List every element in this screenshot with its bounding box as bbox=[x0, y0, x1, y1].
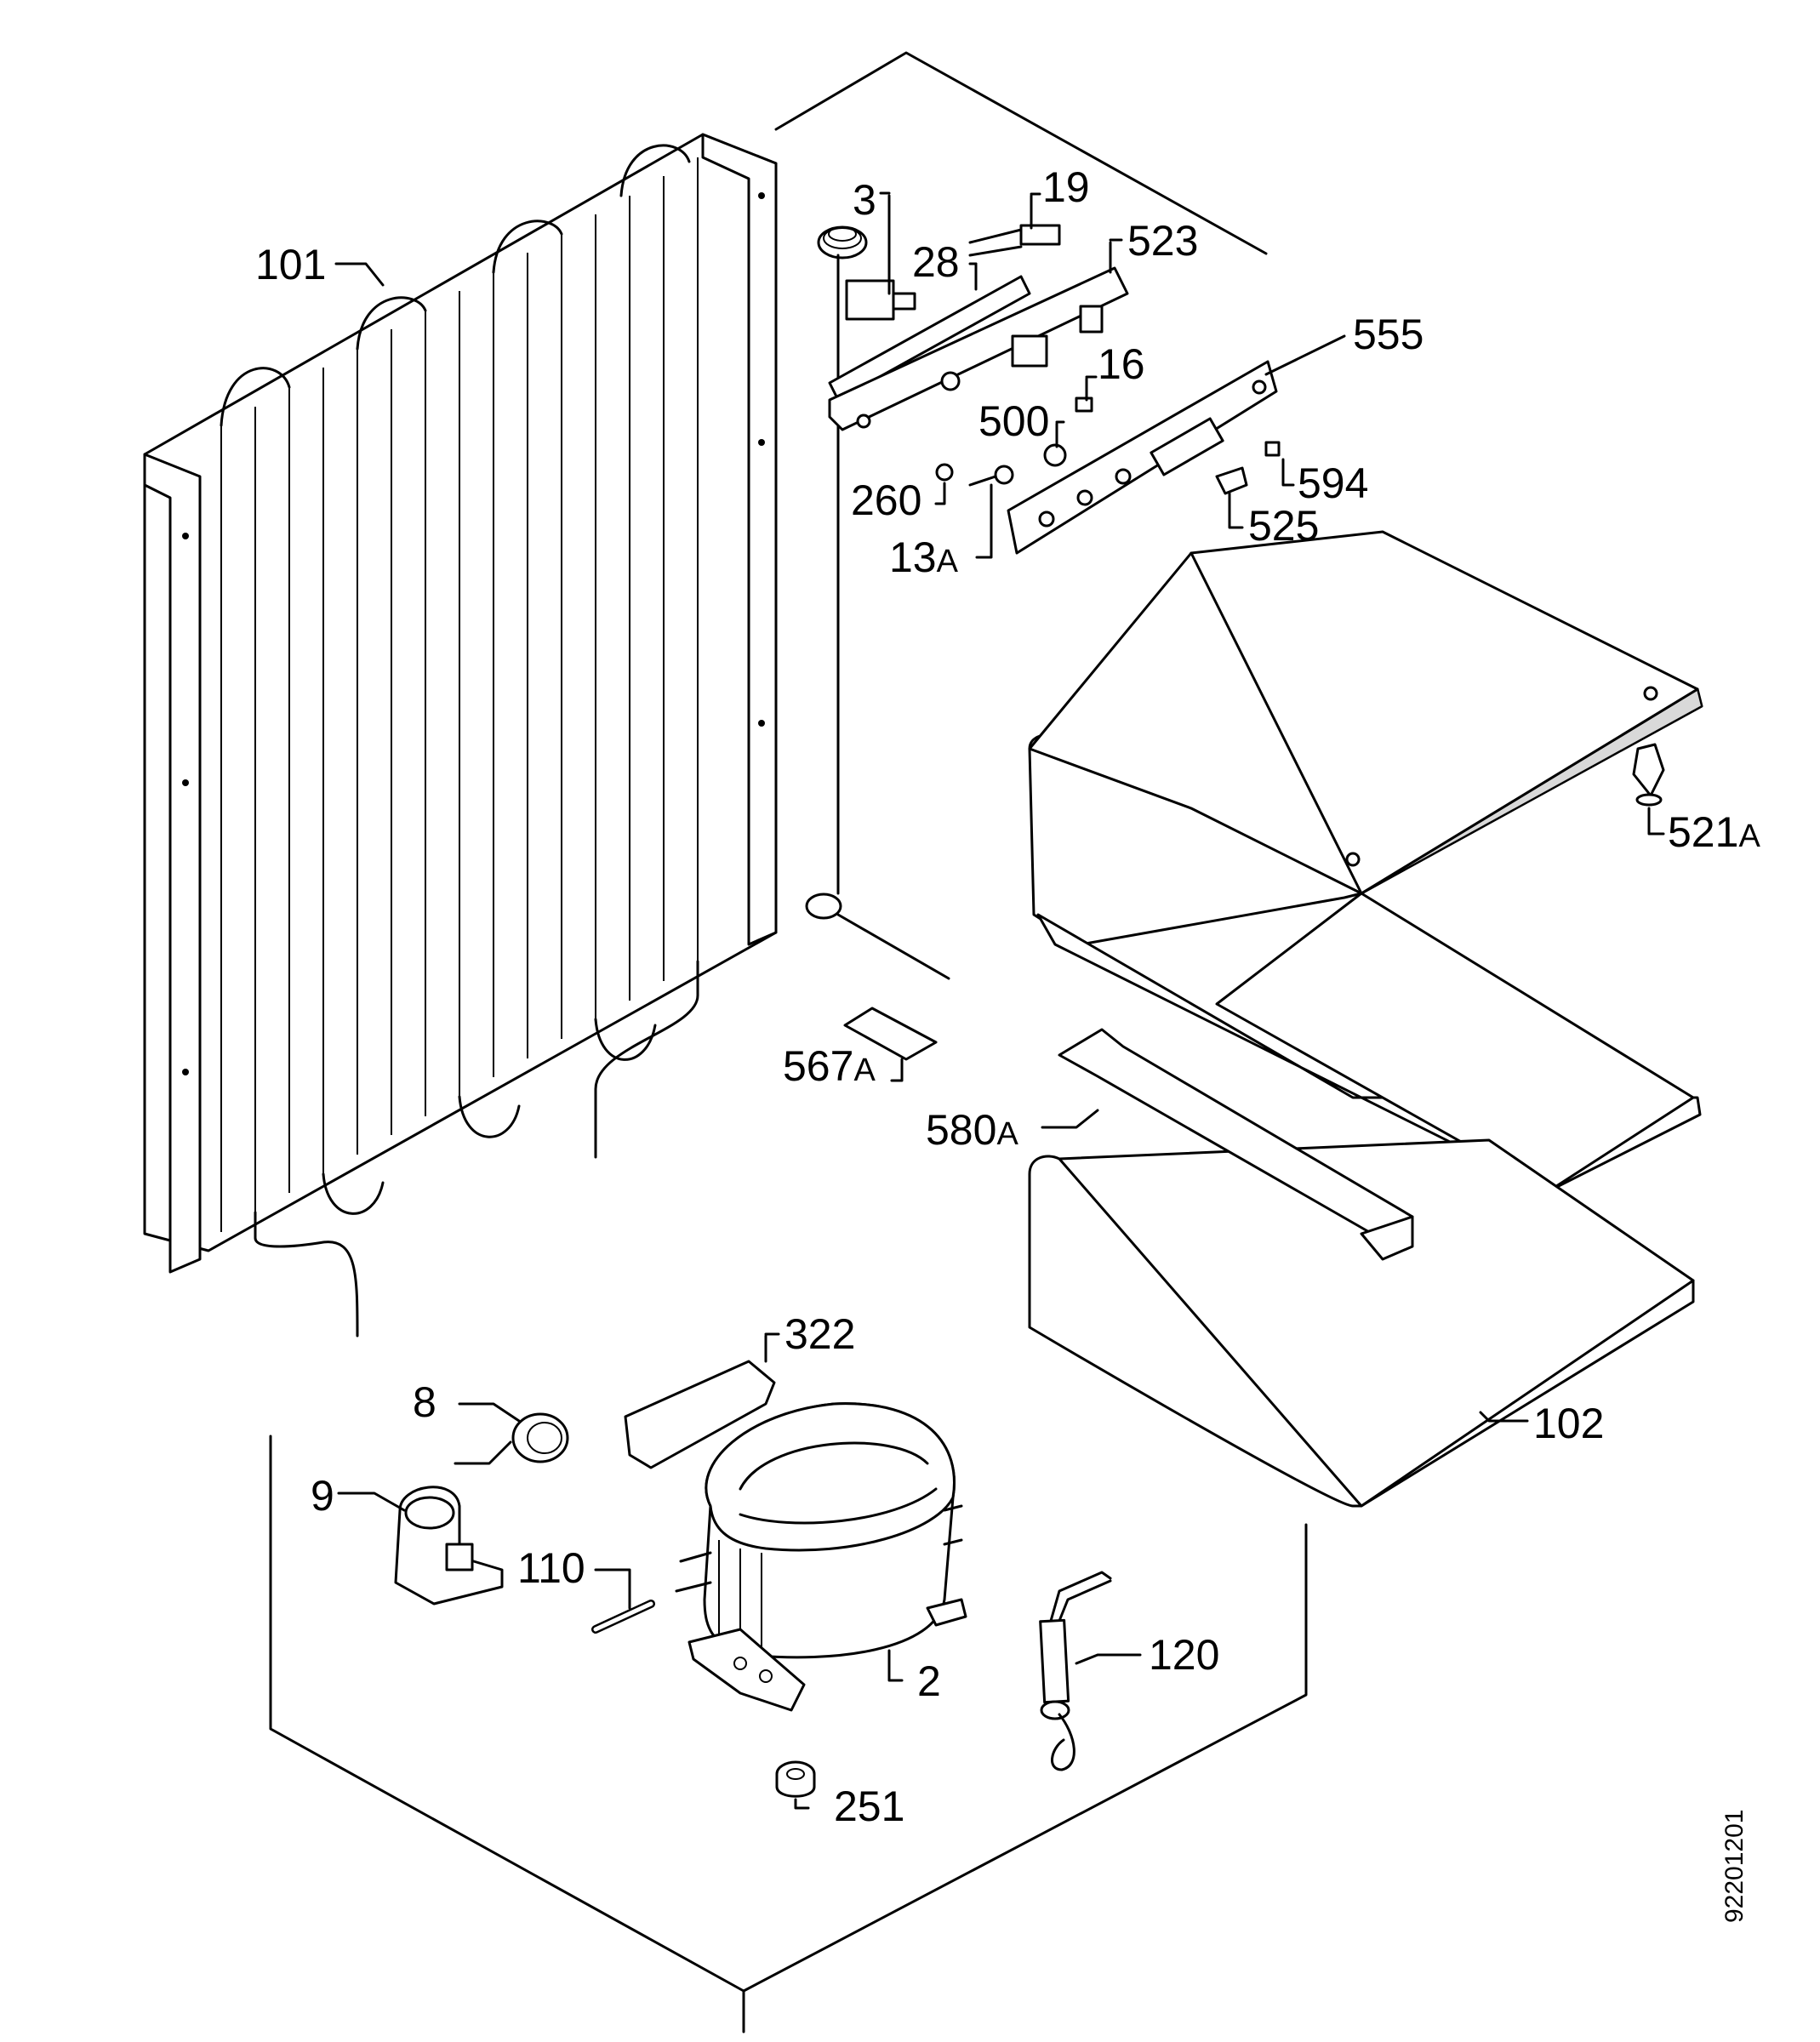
label-8: 8 bbox=[413, 1378, 436, 1426]
part-525 bbox=[1215, 466, 1248, 495]
label-19: 19 bbox=[1042, 163, 1090, 211]
cabinet-liner-102 bbox=[1028, 530, 1703, 1508]
label-567a: 567A bbox=[783, 1042, 876, 1090]
label-3: 3 bbox=[853, 176, 876, 224]
label-120: 120 bbox=[1149, 1631, 1219, 1679]
label-28: 28 bbox=[912, 238, 960, 286]
small-parts bbox=[935, 396, 1281, 495]
bracket-322 bbox=[624, 1360, 776, 1469]
part-260 bbox=[935, 463, 954, 482]
pin-110 bbox=[591, 1600, 655, 1634]
label-500: 500 bbox=[978, 397, 1049, 445]
label-580a: 580A bbox=[926, 1106, 1018, 1154]
relay-9 bbox=[394, 1486, 504, 1606]
condenser-101 bbox=[143, 133, 778, 1338]
label-13a: 13A bbox=[889, 533, 959, 581]
drier-filter-120 bbox=[1039, 1571, 1112, 1771]
part-labels: 101 3 19 523 28 555 16 500 594 260 525 1… bbox=[255, 163, 1760, 1830]
compressor-2 bbox=[675, 1402, 967, 1712]
grommet-251 bbox=[775, 1760, 816, 1798]
label-555: 555 bbox=[1353, 311, 1423, 358]
label-251: 251 bbox=[834, 1782, 904, 1830]
bracket-28 bbox=[828, 275, 1031, 402]
label-110: 110 bbox=[517, 1544, 585, 1592]
control-panel-555 bbox=[1007, 360, 1278, 555]
overload-8 bbox=[454, 1412, 569, 1465]
label-322: 322 bbox=[784, 1310, 855, 1358]
label-594: 594 bbox=[1298, 459, 1368, 507]
part-594 bbox=[1264, 441, 1281, 457]
label-9: 9 bbox=[311, 1472, 334, 1520]
bracket-580a bbox=[1058, 1028, 1414, 1261]
label-260: 260 bbox=[851, 476, 921, 524]
part-500 bbox=[1043, 443, 1067, 467]
label-523: 523 bbox=[1127, 217, 1198, 265]
label-101: 101 bbox=[255, 241, 326, 288]
label-2: 2 bbox=[917, 1657, 941, 1705]
top-frame-outline bbox=[774, 51, 1268, 255]
lamp-bracket-523 bbox=[828, 266, 1129, 431]
thermostat-3 bbox=[805, 225, 950, 980]
clip-567a bbox=[843, 1007, 938, 1061]
lamp-wires-19 bbox=[968, 224, 1061, 257]
part-16 bbox=[1075, 396, 1093, 413]
label-16: 16 bbox=[1098, 340, 1145, 388]
label-525: 525 bbox=[1248, 502, 1319, 550]
label-521a: 521A bbox=[1668, 808, 1760, 856]
document-number: 92201201 bbox=[1720, 1810, 1749, 1923]
leader-lines bbox=[334, 191, 1665, 1810]
fastener-521a bbox=[1632, 743, 1665, 807]
label-102: 102 bbox=[1533, 1400, 1604, 1447]
base-platform-outline bbox=[269, 1435, 1308, 2033]
